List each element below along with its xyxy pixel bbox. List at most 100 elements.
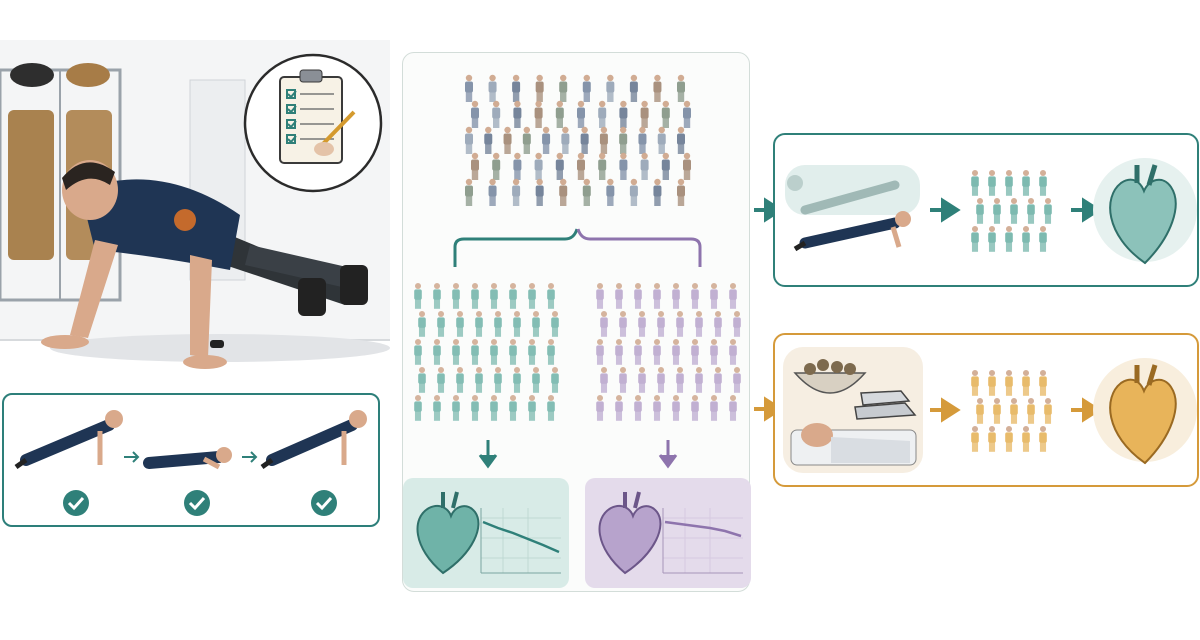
flat-trend-chart <box>662 508 743 574</box>
person-figure <box>710 282 718 309</box>
person-figure <box>509 394 517 421</box>
person-figure <box>710 338 718 365</box>
person-figure <box>653 178 662 206</box>
person-figure <box>535 178 544 206</box>
person-figure <box>596 282 604 309</box>
person-figure <box>677 178 685 206</box>
person-figure <box>414 394 422 421</box>
person-figure <box>993 197 1001 224</box>
person-figure <box>619 310 627 337</box>
person-figure <box>634 394 642 421</box>
clipboard-checklist-icon <box>279 69 356 164</box>
person-figure <box>503 126 512 154</box>
person-figure <box>535 74 544 102</box>
teal-cohort-figures <box>971 169 1052 252</box>
person-figure <box>729 338 737 365</box>
arrow-right-icon <box>930 397 961 423</box>
person-figure <box>695 310 703 337</box>
person-figure <box>512 178 521 206</box>
person-figure <box>1039 369 1047 396</box>
person-figure <box>640 152 649 180</box>
person-figure <box>465 74 473 102</box>
person-figure <box>513 366 521 393</box>
person-figure <box>488 178 497 206</box>
person-figure <box>714 366 722 393</box>
person-figure <box>418 310 426 337</box>
person-figure <box>672 282 680 309</box>
person-figure <box>547 338 555 365</box>
heart-icon <box>416 491 480 575</box>
person-figure <box>577 152 585 180</box>
sneakers-icon <box>854 390 917 420</box>
person-figure <box>494 366 502 393</box>
person-figure <box>528 338 536 365</box>
person-figure <box>582 74 591 102</box>
person-figure <box>606 74 615 102</box>
person-figure <box>513 100 522 128</box>
person-figure <box>638 366 646 393</box>
person-figure <box>677 74 685 102</box>
person-figure <box>452 282 460 309</box>
person-figure <box>1027 197 1035 224</box>
person-figure <box>661 152 670 180</box>
pushup-figure-up <box>14 410 123 470</box>
person-figure <box>672 394 680 421</box>
declining-trend-chart <box>480 508 561 574</box>
violet-outcome-tile <box>585 478 751 588</box>
person-figure <box>729 394 737 421</box>
person-figure <box>414 282 422 309</box>
gold-cohort-figures <box>971 369 1052 452</box>
person-figure <box>490 282 498 309</box>
person-figure <box>657 126 666 154</box>
person-figure <box>629 74 638 102</box>
person-figure <box>577 100 585 128</box>
person-figure <box>598 100 607 128</box>
person-figure <box>555 100 564 128</box>
full-cohort-crowd <box>455 70 695 220</box>
person-figure <box>695 366 703 393</box>
person-figure <box>1005 425 1013 452</box>
person-figure <box>456 310 464 337</box>
person-figure <box>1039 425 1047 452</box>
person-figure <box>1027 397 1035 424</box>
person-figure <box>729 282 737 309</box>
person-figure <box>513 152 522 180</box>
person-figure <box>547 394 555 421</box>
sleeping-person-icon <box>790 423 917 466</box>
person-figure <box>492 100 501 128</box>
person-figure <box>733 310 741 337</box>
person-figure <box>528 282 536 309</box>
person-figure <box>653 394 661 421</box>
person-figure <box>993 397 1001 424</box>
person-figure <box>1010 197 1018 224</box>
person-figure <box>971 425 979 452</box>
pushup-figure-down <box>143 447 232 470</box>
person-figure <box>619 152 628 180</box>
person-figure <box>494 310 502 337</box>
person-figure <box>561 126 570 154</box>
pushup-figure-up-final <box>260 410 367 470</box>
person-figure <box>484 126 493 154</box>
heart-icon <box>1093 358 1197 465</box>
person-figure <box>683 100 691 128</box>
person-figure <box>619 366 627 393</box>
food-bowl-icon <box>793 359 867 394</box>
person-figure <box>475 310 483 337</box>
person-figure <box>437 366 445 393</box>
person-figure <box>1005 169 1013 196</box>
person-figure <box>976 397 984 424</box>
person-figure <box>509 282 517 309</box>
person-figure <box>471 100 479 128</box>
person-figure <box>542 126 551 154</box>
person-figure <box>471 152 479 180</box>
person-figure <box>619 126 628 154</box>
person-figure <box>1044 197 1052 224</box>
check-circle-icon <box>63 490 89 516</box>
person-figure <box>691 394 699 421</box>
person-figure <box>657 366 665 393</box>
person-figure <box>452 338 460 365</box>
person-figure <box>1022 369 1030 396</box>
person-figure <box>971 225 979 252</box>
arrow-right-icon <box>930 197 961 223</box>
person-figure <box>653 74 662 102</box>
